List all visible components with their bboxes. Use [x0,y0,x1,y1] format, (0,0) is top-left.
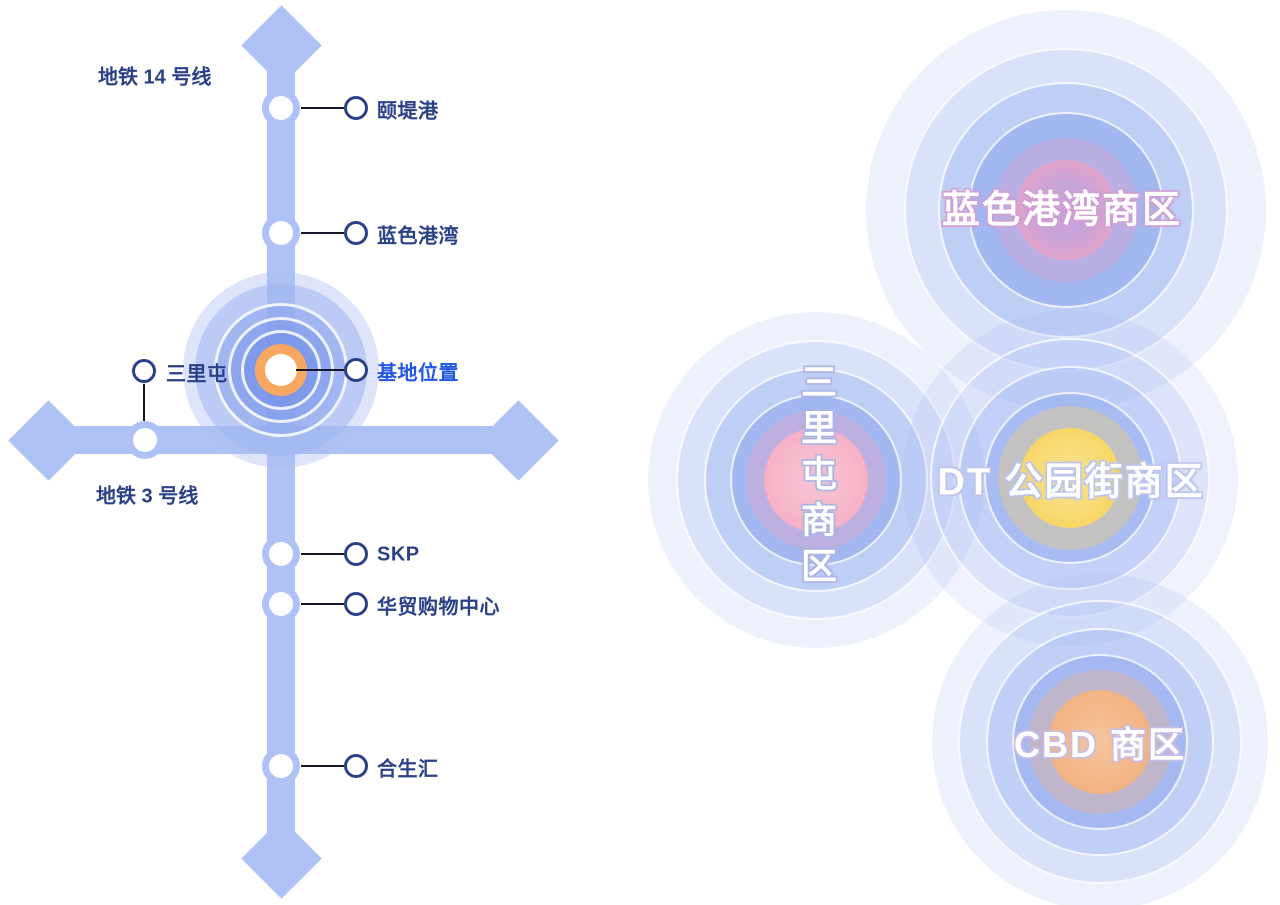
station-dot-solana [262,214,300,252]
callout-line [301,553,344,555]
arrow-down-icon [240,817,322,899]
station-circle-icon [344,592,368,616]
arrow-left-icon [7,399,89,481]
station-circle-icon [344,221,368,245]
station-dot-skp [262,535,300,573]
station-label-hesheng: 合生汇 [377,758,439,781]
station-circle-icon [132,359,156,383]
station-label-solana: 蓝色港湾 [377,225,459,248]
district-core [764,428,868,532]
ripple-ring [968,112,1164,308]
district-label-sanlitun: 三里屯商区 [796,363,837,593]
callout-line [301,765,344,767]
callout-line [301,107,344,109]
callout-line [301,232,344,234]
line-3-label: 地铁 3 号线 [96,485,199,508]
arrow-right-icon [477,399,559,481]
district-core [1020,428,1120,528]
station-circle-icon [344,542,368,566]
station-circle-icon [344,754,368,778]
district-label-solana: 蓝色港湾商区 [941,189,1183,232]
arrow-up-icon [240,4,322,86]
station-dot-yiditigang [262,89,300,127]
base-marker-center [265,354,297,386]
callout-line [143,384,145,421]
district-label-cbd: CBD 商区 [1014,724,1186,765]
station-label-sanlitun: 三里屯 [166,363,228,386]
station-dot-hesheng [262,747,300,785]
station-dot-huamao [262,585,300,623]
station-label-yiditigang: 颐堤港 [377,100,439,123]
station-label-base-location: 基地位置 [377,362,459,385]
callout-line [301,603,344,605]
line-14-label: 地铁 14 号线 [98,66,212,89]
station-label-skp: SKP [377,543,420,566]
district-label-dt-park: DT 公园街商区 [937,461,1205,504]
station-label-huamao: 华贸购物中心 [377,596,500,619]
district-core [1048,690,1152,794]
station-circle-icon [344,96,368,120]
station-dot-sanlitun [126,421,164,459]
callout-line [296,369,344,371]
station-circle-icon [344,358,368,382]
district-core [1016,160,1116,260]
